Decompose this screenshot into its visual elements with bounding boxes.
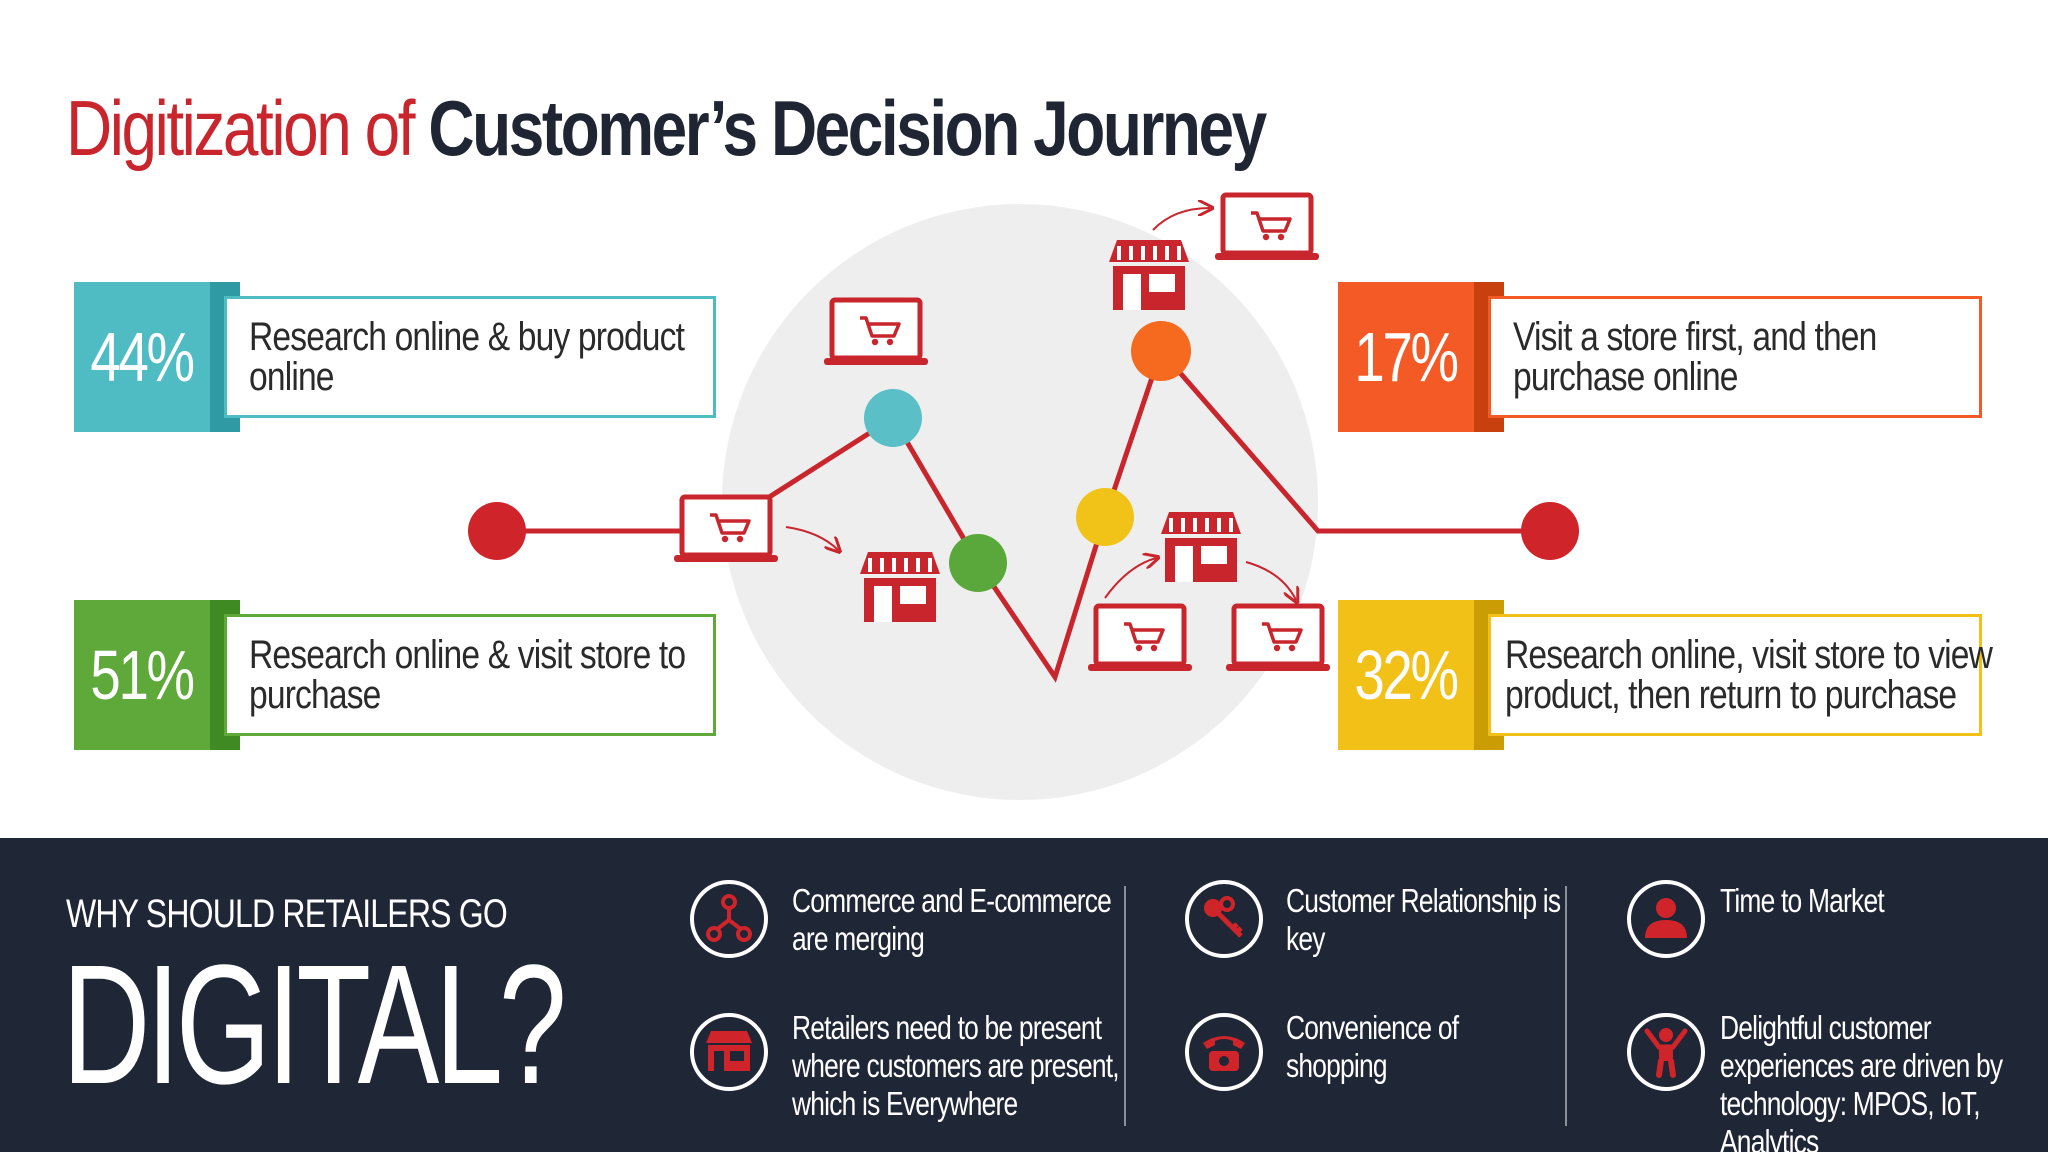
yellow-journey-node xyxy=(1076,488,1134,546)
stat-label-line: Research online, visit store to view xyxy=(1505,633,1993,677)
stat-value-box: 32% xyxy=(1338,600,1474,750)
stat-value: 44% xyxy=(90,318,196,396)
stat-label-line: Visit a store first, and then xyxy=(1513,315,1877,359)
laptop-cart-icon xyxy=(1215,195,1319,260)
why-digital-band xyxy=(0,838,2048,1152)
feature-line: where customers are present, xyxy=(792,1047,1120,1084)
feature-text: Commerce and E-commerce are merging xyxy=(792,882,1112,958)
cheering-person-icon xyxy=(1627,1013,1705,1091)
flow-arrow xyxy=(1104,558,1156,599)
keys-icon xyxy=(1185,880,1263,958)
stat-label: Visit a store first, and then purchase o… xyxy=(1488,296,1982,418)
stat-value: 17% xyxy=(1354,318,1460,396)
stat-label-line: purchase online xyxy=(1513,355,1738,399)
laptop-cart-icon xyxy=(1226,606,1330,671)
feature-text: Time to Market xyxy=(1720,882,1885,920)
stat-value: 51% xyxy=(90,636,196,714)
stat-label-line: Research online & visit store to xyxy=(249,633,686,677)
stat-label: Research online, visit store to view pro… xyxy=(1488,614,1993,736)
orange-journey-node xyxy=(1131,321,1191,381)
stat-value-box: 44% xyxy=(74,282,210,432)
feature-text: Retailers need to be present where custo… xyxy=(792,1009,1120,1123)
feature-line: which is Everywhere xyxy=(792,1085,1018,1122)
feature-line: are merging xyxy=(792,920,925,957)
feature-line: Delightful customer xyxy=(1720,1009,1932,1046)
storefront-icon xyxy=(1159,510,1243,584)
feature-text: Delightful customer experiences are driv… xyxy=(1720,1009,2003,1152)
stat-callout-store-then-online: 17% Visit a store first, and then purcha… xyxy=(1338,282,1982,432)
telephone-icon xyxy=(1185,1013,1263,1091)
feature-text: Customer Relationship is key xyxy=(1286,882,1561,958)
laptop-cart-icon xyxy=(1088,606,1192,671)
digital-heading: DIGITAL? xyxy=(62,930,567,1120)
flow-arrow xyxy=(785,526,838,550)
journey-diagram xyxy=(468,0,1579,800)
column-divider xyxy=(1565,886,1567,1126)
stat-value-box: 51% xyxy=(74,600,210,750)
feature-text: Convenience of shopping xyxy=(1286,1009,1459,1085)
feature-line: Convenience of xyxy=(1286,1009,1459,1046)
stat-label-line: product, then return to purchase xyxy=(1505,673,1957,717)
stat-label-line: Research online & buy product xyxy=(249,315,685,359)
feature-line: key xyxy=(1286,920,1325,957)
journey-end-node xyxy=(1521,502,1579,560)
feature-line: experiences are driven by xyxy=(1720,1047,2003,1084)
stat-label-line: purchase xyxy=(249,673,381,717)
laptop-cart-icon xyxy=(674,497,778,562)
title-main: Customer’s Decision Journey xyxy=(428,84,1267,172)
stat-label: Research online & visit store to purchas… xyxy=(224,614,716,736)
flow-arrow xyxy=(1152,208,1210,231)
diagram-background-circle xyxy=(722,204,1318,800)
stat-callout-research-visit-store: 51% Research online & visit store to pur… xyxy=(74,600,716,750)
feature-line: Commerce and E-commerce xyxy=(792,882,1112,919)
stat-callout-research-buy-online: 44% Research online & buy product online xyxy=(74,282,716,432)
laptop-cart-icon xyxy=(824,300,928,365)
page-title: Digitization of Customer’s Decision Jour… xyxy=(66,84,1267,172)
why-heading: WHY SHOULD RETAILERS GO xyxy=(66,892,508,936)
feature-line: Retailers need to be present xyxy=(792,1009,1102,1046)
storefront-icon xyxy=(1107,238,1191,312)
feature-line: technology: MPOS, IoT, xyxy=(1720,1085,1981,1122)
stat-label: Research online & buy product online xyxy=(224,296,716,418)
stat-callout-research-visit-return: 32% Research online, visit store to view… xyxy=(1338,600,1993,750)
person-icon xyxy=(1627,880,1705,958)
flow-arrow xyxy=(1245,561,1296,600)
column-divider xyxy=(1124,886,1126,1126)
feature-line: shopping xyxy=(1286,1047,1388,1084)
storefront-icon xyxy=(690,1013,768,1091)
teal-journey-node xyxy=(864,389,922,447)
feature-line: Time to Market xyxy=(1720,882,1885,919)
stat-value: 32% xyxy=(1354,636,1460,714)
stat-label-line: online xyxy=(249,355,334,399)
network-nodes-icon xyxy=(690,880,768,958)
feature-line: Customer Relationship is xyxy=(1286,882,1561,919)
journey-path xyxy=(497,346,1550,683)
title-prefix: Digitization of xyxy=(66,84,416,172)
feature-line: Analytics xyxy=(1720,1123,1819,1152)
storefront-icon xyxy=(858,550,942,624)
stat-value-box: 17% xyxy=(1338,282,1474,432)
green-journey-node xyxy=(949,534,1007,592)
journey-start-node xyxy=(468,502,526,560)
